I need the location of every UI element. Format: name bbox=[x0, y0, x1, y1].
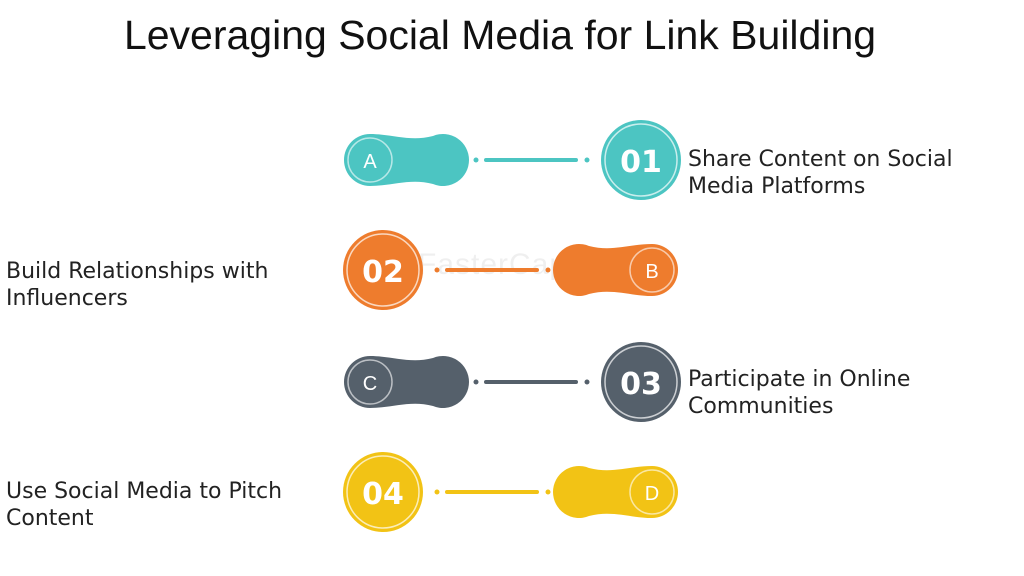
step-c-label-line1: Participate in Online bbox=[688, 367, 911, 392]
step-d-number: 04 bbox=[362, 477, 404, 512]
page-title: Leveraging Social Media for Link Buildin… bbox=[123, 12, 877, 58]
step-d-label-line2: Content bbox=[6, 506, 94, 531]
step-a-letter-bubble bbox=[344, 134, 469, 186]
step-b-connector-dot-left bbox=[434, 267, 440, 273]
step-b-label: Build Relationships with Influencers bbox=[6, 258, 268, 312]
step-c-letter-bubble bbox=[344, 356, 469, 408]
step-d-connector-dot-right bbox=[545, 489, 551, 495]
step-b-label-line1: Build Relationships with bbox=[6, 259, 269, 284]
step-d-letter-ring bbox=[629, 469, 675, 515]
step-d-row: 04 D bbox=[343, 452, 678, 532]
step-c-number-ring bbox=[604, 345, 678, 419]
step-c-connector-dot-left bbox=[473, 379, 479, 385]
step-c-row: C 03 bbox=[344, 342, 681, 422]
step-d-connector-dot-left bbox=[434, 489, 440, 495]
step-a-connector-dot-left bbox=[473, 157, 479, 163]
step-b-row: 02 B bbox=[343, 230, 678, 310]
step-b-label-line2: Influencers bbox=[6, 286, 128, 311]
step-d-connector bbox=[445, 490, 539, 494]
step-a-label-line2: Media Platforms bbox=[688, 174, 866, 199]
step-a-letter-ring bbox=[347, 137, 393, 183]
step-c-number-circle bbox=[601, 342, 681, 422]
step-d-number-circle bbox=[343, 452, 423, 532]
step-a-row: A 01 bbox=[344, 120, 681, 200]
step-d-label-line1: Use Social Media to Pitch bbox=[6, 479, 283, 504]
step-b-letter: B bbox=[645, 261, 658, 283]
step-c-letter: C bbox=[363, 373, 377, 395]
step-d-letter: D bbox=[645, 483, 659, 505]
step-a-connector bbox=[484, 158, 578, 162]
step-b-number-ring bbox=[346, 233, 420, 307]
step-d-number-ring bbox=[346, 455, 420, 529]
step-c-label-line2: Communities bbox=[688, 394, 834, 419]
step-a-label: Share Content on Social Media Platforms bbox=[688, 146, 953, 200]
step-b-connector bbox=[445, 268, 539, 272]
step-d-label: Use Social Media to Pitch Content bbox=[6, 478, 282, 532]
step-b-letter-ring bbox=[629, 247, 675, 293]
step-c-label: Participate in Online Communities bbox=[688, 366, 910, 420]
step-b-letter-bubble bbox=[553, 244, 678, 296]
step-b-connector-dot-right bbox=[545, 267, 551, 273]
step-c-connector bbox=[484, 380, 578, 384]
step-c-connector-dot-right bbox=[584, 379, 590, 385]
step-a-label-line1: Share Content on Social bbox=[688, 147, 953, 172]
step-d-letter-bubble bbox=[553, 465, 678, 518]
step-c-number: 03 bbox=[620, 367, 662, 402]
step-c-letter-ring bbox=[347, 359, 393, 405]
step-a-number: 01 bbox=[620, 145, 662, 180]
step-a-number-ring bbox=[604, 123, 678, 197]
step-b-number-circle bbox=[343, 230, 423, 310]
step-a-connector-dot-right bbox=[584, 157, 590, 163]
step-a-letter: A bbox=[363, 151, 377, 173]
step-b-number: 02 bbox=[362, 255, 404, 290]
step-a-number-circle bbox=[601, 120, 681, 200]
